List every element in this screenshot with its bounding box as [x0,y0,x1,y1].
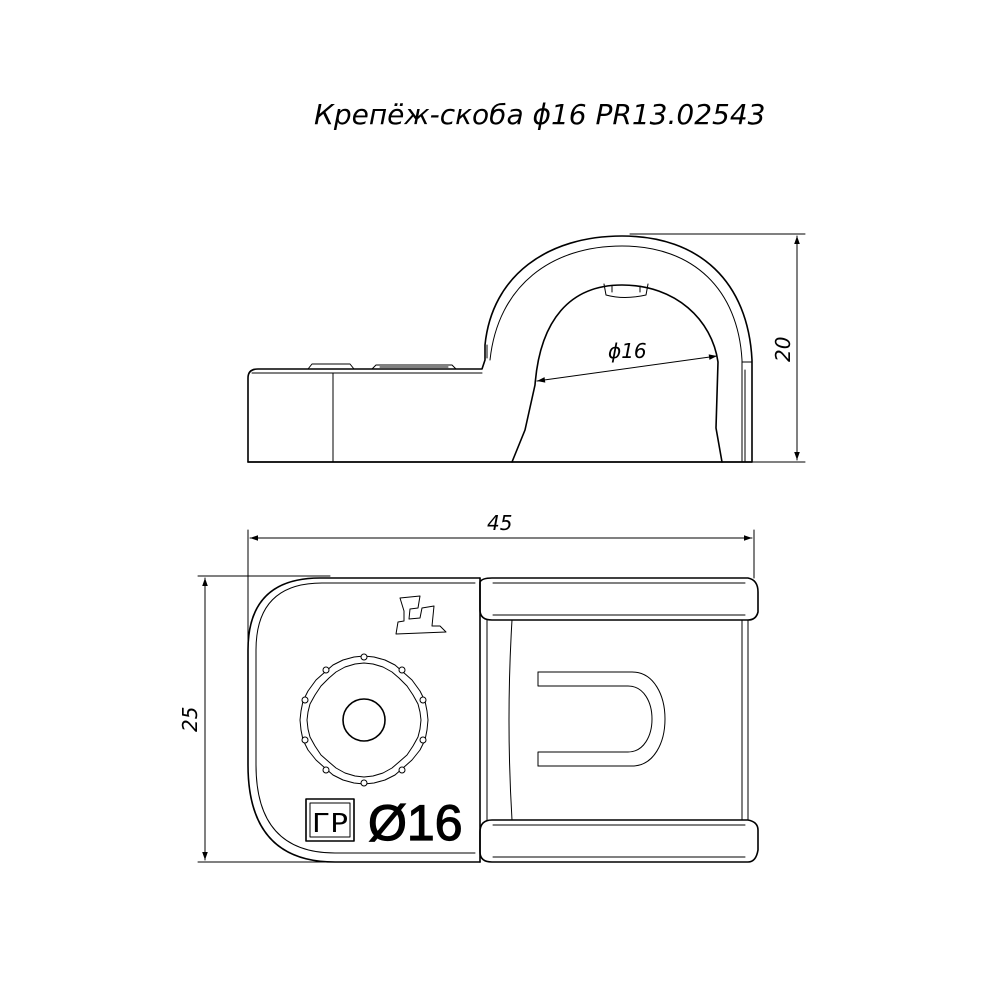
drawing-title: Крепёж-скоба ϕ16 PR13.02543 [314,98,765,131]
diameter-dimension: ϕ16 [536,339,718,383]
height-dimension: 20 [629,233,806,463]
diameter-label: ϕ16 [608,339,647,363]
screw-hole [342,698,386,742]
screw-notches [301,653,427,787]
screw-head-teeth [299,655,429,785]
logo-letters: ГР [312,809,348,839]
logo-box: ГР [305,798,355,842]
length-dimension: 45 [247,511,755,651]
top-view: ГР Ø16 [247,577,759,863]
emboss-symbol [395,595,447,635]
size-marking: Ø16 [368,795,463,851]
length-label: 45 [487,511,512,535]
height-label: 20 [771,337,795,362]
width-dimension: 25 [178,575,336,863]
side-view [247,235,753,463]
width-label: 25 [178,707,202,732]
